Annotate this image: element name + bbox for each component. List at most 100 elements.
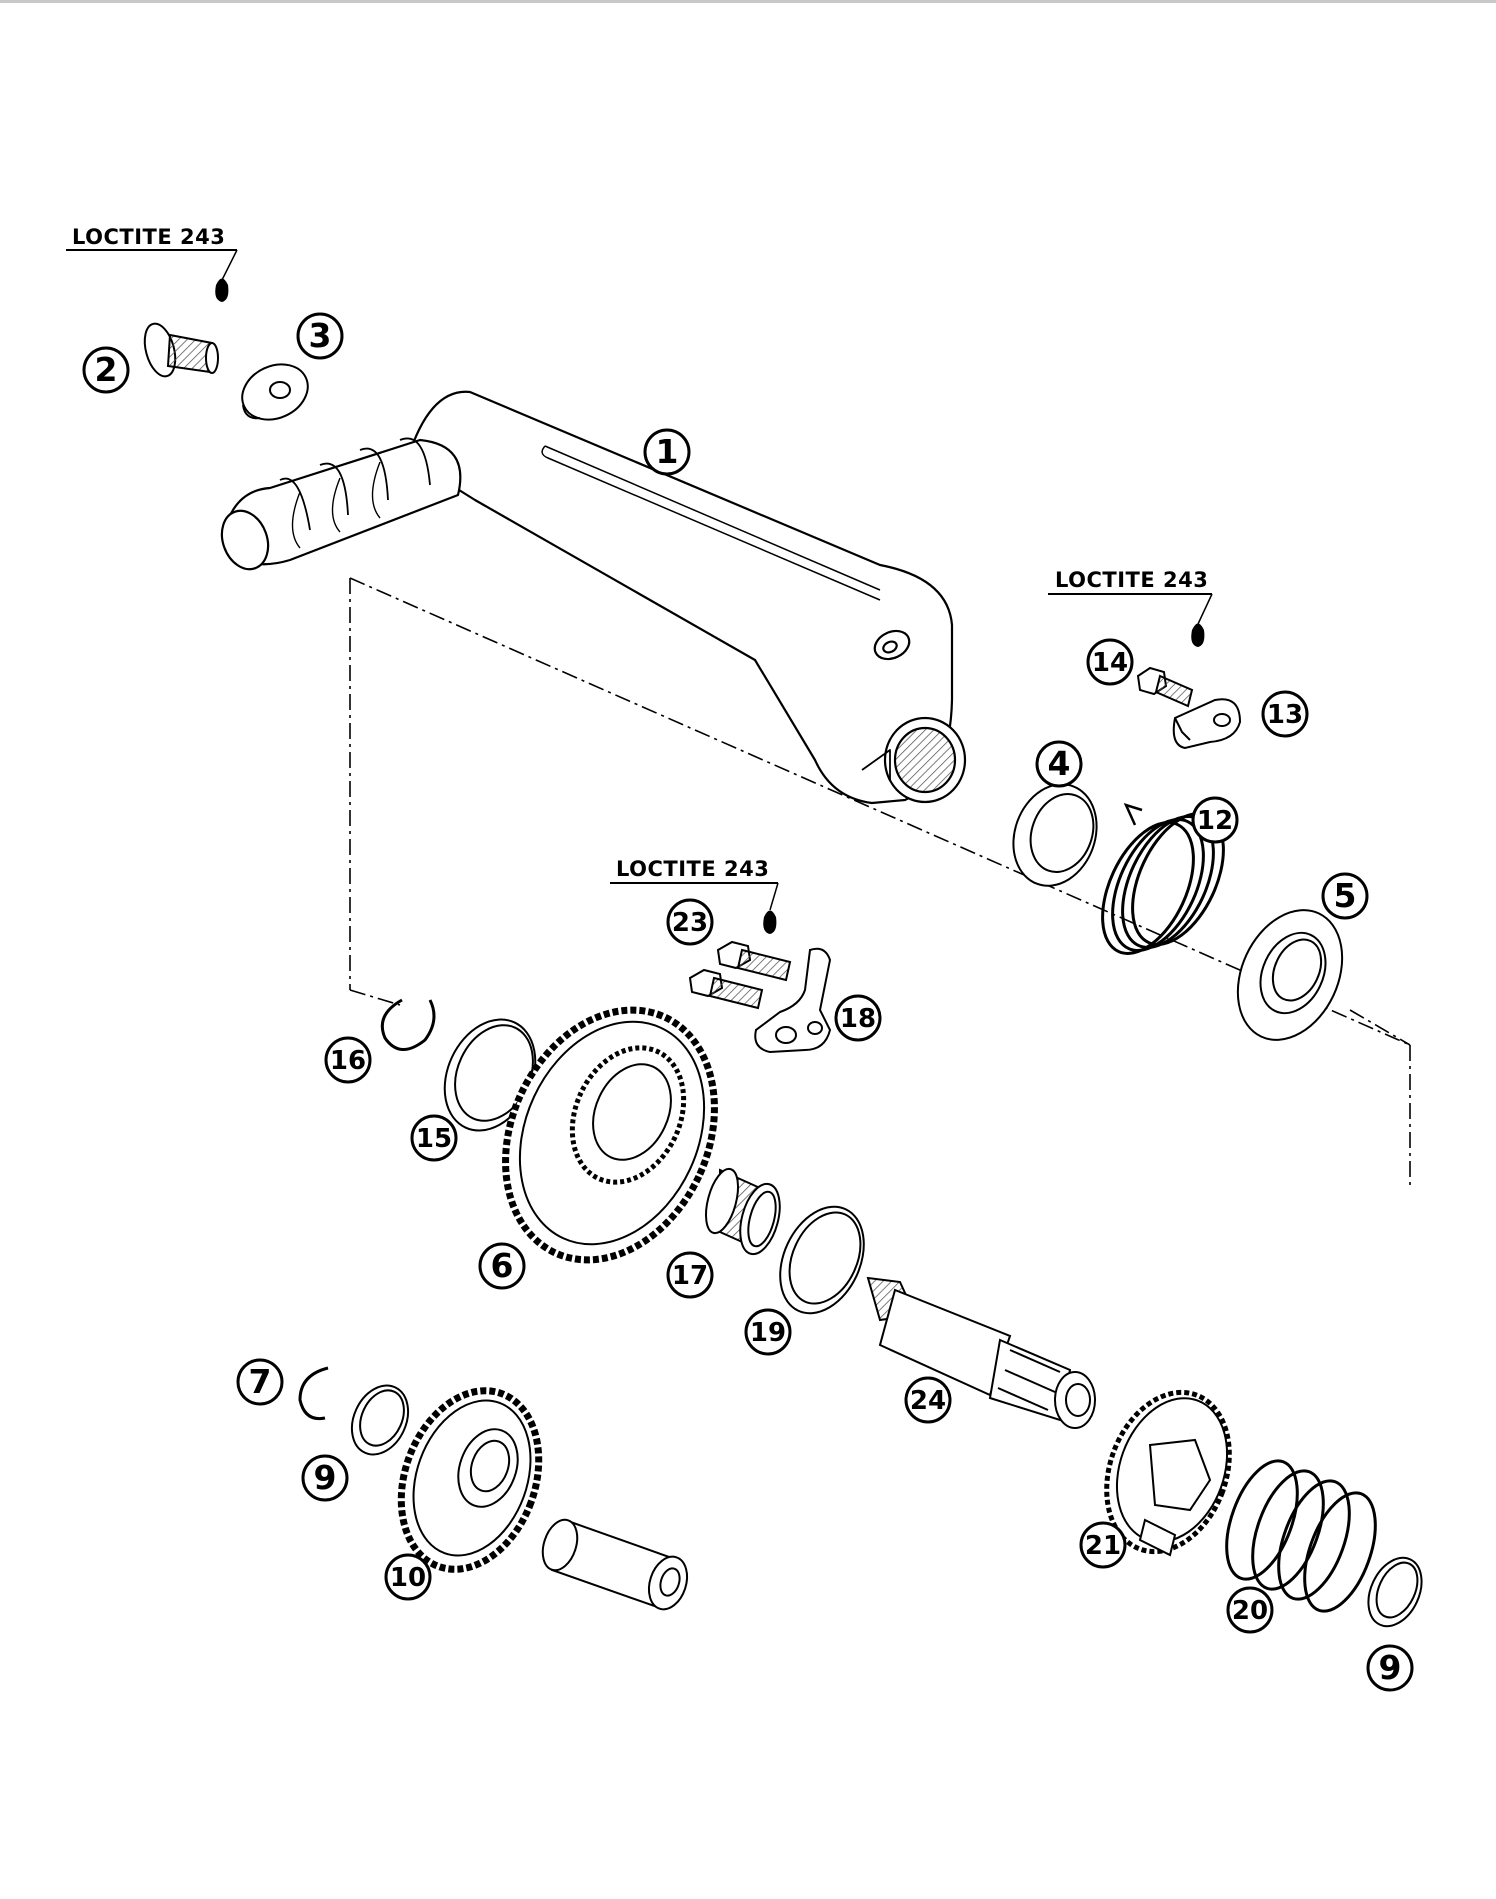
- callout-c3: 3: [296, 312, 344, 360]
- callout-c14: 14: [1086, 638, 1134, 686]
- flanged-washer-part: [1236, 909, 1344, 1041]
- adhesive-drop-icon: [763, 910, 777, 934]
- circlip-small-part: [298, 1366, 329, 1421]
- callout-c19: 19: [744, 1308, 792, 1356]
- callout-circle: [1321, 872, 1369, 920]
- compression-spring-part: [1225, 1459, 1377, 1613]
- callout-number: 18: [840, 1004, 876, 1034]
- callout-number: 9: [1379, 1648, 1402, 1687]
- callout-number: 16: [330, 1046, 366, 1076]
- callout-number: 9: [314, 1458, 337, 1497]
- callout-number: 23: [672, 908, 708, 938]
- loctite-label: LOCTITE 243: [72, 225, 225, 249]
- top-border: [0, 0, 1496, 3]
- callout-c20: 20: [1226, 1586, 1274, 1634]
- gear-pin-part: [541, 1518, 689, 1611]
- circlip-part: [380, 998, 436, 1051]
- callout-circle: [1261, 690, 1309, 738]
- callout-circle: [904, 1376, 952, 1424]
- callout-number: 7: [249, 1362, 272, 1401]
- callout-number: 1: [656, 432, 679, 471]
- callout-c7: 7: [236, 1358, 284, 1406]
- callout-circle: [1366, 1644, 1414, 1692]
- callout-c4: 4: [1035, 740, 1083, 788]
- callout-c18: 18: [834, 994, 882, 1042]
- callout-c16: 16: [324, 1036, 372, 1084]
- callout-number: 24: [910, 1386, 946, 1416]
- callout-number: 12: [1197, 806, 1233, 836]
- callout-circle: [301, 1454, 349, 1502]
- callout-circle: [666, 898, 714, 946]
- callout-circle: [643, 428, 691, 476]
- bracket-part: [1172, 698, 1242, 750]
- callout-c2: 2: [82, 346, 130, 394]
- callout-c13: 13: [1261, 690, 1309, 738]
- callout-c12: 12: [1191, 796, 1239, 844]
- loctite-note-top-left: LOCTITE 243: [66, 225, 238, 302]
- kick-lever-part: [220, 390, 967, 805]
- callout-c6: 6: [478, 1242, 526, 1290]
- callout-circle: [236, 1358, 284, 1406]
- callout-circle: [1226, 1586, 1274, 1634]
- callout-c15: 15: [410, 1114, 458, 1162]
- callout-number: 6: [491, 1246, 514, 1285]
- callout-number: 19: [750, 1318, 786, 1348]
- callout-c1: 1: [643, 428, 691, 476]
- callout-c5: 5: [1321, 872, 1369, 920]
- ratchet-wheel-part: [1104, 1389, 1232, 1557]
- callout-circle: [744, 1308, 792, 1356]
- callout-circle: [478, 1242, 526, 1290]
- flange-bolts-part: [688, 940, 792, 1010]
- thrust-washer-part: [443, 1018, 537, 1132]
- callout-number: 5: [1334, 876, 1357, 915]
- callout-number: 3: [309, 316, 332, 355]
- callout-c21: 21: [1079, 1521, 1127, 1569]
- loctite-note-right: LOCTITE 243: [1048, 568, 1213, 647]
- callout-circle: [666, 1251, 714, 1299]
- callout-circle: [1191, 796, 1239, 844]
- kickstarter-shaft-part: [866, 1276, 1096, 1429]
- callout-number: 4: [1048, 744, 1071, 783]
- guide-plate-part: [754, 947, 832, 1054]
- callout-circle: [296, 312, 344, 360]
- callout-c24: 24: [904, 1376, 952, 1424]
- kickstart-gear-part: [502, 1006, 718, 1264]
- callout-circle: [1079, 1521, 1127, 1569]
- callout-circle: [82, 346, 130, 394]
- callout-number: 20: [1232, 1596, 1268, 1626]
- callout-number: 2: [95, 350, 118, 389]
- callout-circle: [1086, 638, 1134, 686]
- hex-bolt-part: [1136, 666, 1194, 708]
- callout-c10: 10: [384, 1553, 432, 1601]
- callout-number: 15: [416, 1124, 452, 1154]
- callout-number: 14: [1092, 648, 1128, 678]
- callout-number: 17: [672, 1261, 708, 1291]
- callout-circle: [324, 1036, 372, 1084]
- adhesive-drop-icon: [1191, 623, 1205, 647]
- idler-gear-part: [397, 1387, 543, 1573]
- callout-circle: [834, 994, 882, 1042]
- callout-circle: [1035, 740, 1083, 788]
- callout-c9b: 9: [1366, 1644, 1414, 1692]
- callout-number: 21: [1085, 1531, 1121, 1561]
- loctite-note-center: LOCTITE 243: [610, 857, 779, 934]
- needle-bearing-part: [705, 1167, 781, 1256]
- callout-number: 13: [1267, 700, 1303, 730]
- seal-ring-part: [1012, 783, 1098, 887]
- callout-circle: [410, 1114, 458, 1162]
- callout-c17: 17: [666, 1251, 714, 1299]
- washer-right-part: [1367, 1556, 1423, 1628]
- adhesive-drop-icon: [215, 278, 229, 302]
- shim-washer-part: [779, 1205, 865, 1315]
- callout-circle: [384, 1553, 432, 1601]
- assembly-axis-lines: [349, 577, 1411, 1190]
- washer-left-part: [350, 1384, 410, 1456]
- callout-c23: 23: [666, 898, 714, 946]
- callout-c9a: 9: [301, 1454, 349, 1502]
- loctite-label: LOCTITE 243: [1055, 568, 1208, 592]
- callout-number: 10: [390, 1563, 426, 1593]
- loctite-label: LOCTITE 243: [616, 857, 769, 881]
